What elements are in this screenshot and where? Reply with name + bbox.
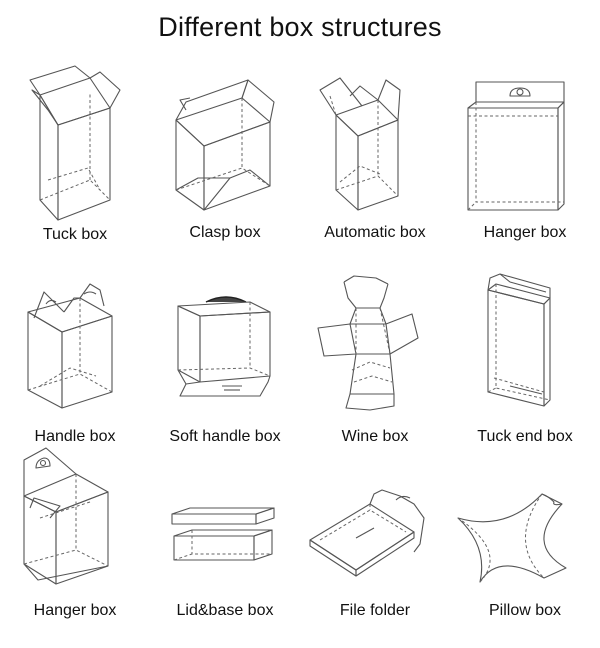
clasp-box-illustration: [175, 79, 275, 211]
box-label: Handle box: [34, 428, 116, 445]
file-folder-illustration: [309, 489, 425, 577]
tuck-box-illustration: [29, 65, 121, 221]
box-label: Automatic box: [324, 224, 426, 241]
box-label: Clasp box: [189, 224, 261, 241]
hanger-box-2-item: Hanger box: [0, 434, 150, 634]
box-label: Soft handle box: [169, 428, 281, 445]
lid-base-box-illustration: [171, 507, 275, 561]
handle-box-illustration: [27, 283, 113, 409]
hanger-box-illustration: [467, 81, 565, 211]
tuck-end-box-item: Tuck end box: [450, 258, 600, 458]
page-title: Different box structures: [158, 12, 442, 42]
box-label: File folder: [339, 602, 411, 619]
box-label: Tuck end box: [477, 428, 573, 445]
soft-handle-box-illustration: [177, 296, 271, 397]
tuck-box-item: Tuck box: [0, 50, 150, 250]
automatic-box-item: Automatic box: [300, 50, 450, 250]
lid-base-box-item: Lid&base box: [150, 434, 300, 634]
pillow-box-illustration: [457, 493, 567, 583]
automatic-box-illustration: [319, 77, 401, 211]
box-label: Hanger box: [483, 224, 567, 241]
wine-box-illustration: [317, 275, 419, 411]
file-folder-item: File folder: [300, 434, 450, 634]
soft-handle-box-item: Soft handle box: [150, 258, 300, 458]
pillow-box-item: Pillow box: [450, 434, 600, 634]
box-label: Pillow box: [488, 602, 562, 619]
box-label: Lid&base box: [176, 602, 274, 619]
wine-box-item: Wine box: [300, 258, 450, 458]
hanger-box-2-illustration: [23, 447, 109, 585]
hanger-box-item: Hanger box: [450, 50, 600, 250]
box-label: Wine box: [341, 428, 409, 445]
box-label: Tuck box: [42, 226, 108, 243]
clasp-box-item: Clasp box: [150, 50, 300, 250]
box-label: Hanger box: [33, 602, 117, 619]
tuck-end-box-illustration: [487, 273, 551, 407]
handle-box-item: Handle box: [0, 258, 150, 458]
